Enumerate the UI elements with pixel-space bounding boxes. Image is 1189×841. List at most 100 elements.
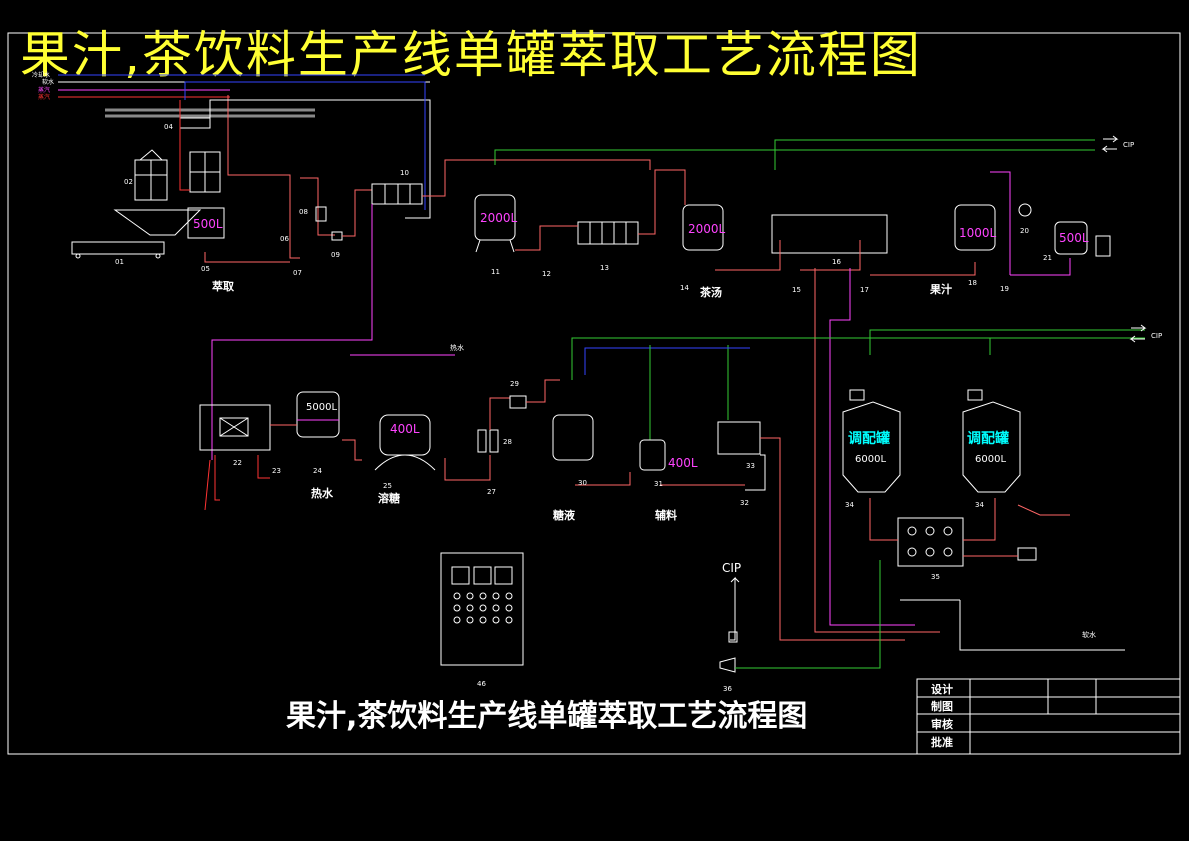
num-21: 21: [1043, 254, 1052, 262]
tank-21-capacity: 500L: [1059, 231, 1089, 245]
num-14: 14: [680, 284, 689, 292]
mix-tank-1-name: 调配罐: [848, 430, 890, 447]
num-27: 27: [487, 488, 496, 496]
num-18: 18: [968, 279, 977, 287]
num-32: 32: [740, 499, 749, 507]
heater-22: [199, 404, 271, 451]
pump-09: [331, 231, 343, 241]
num-17: 17: [860, 286, 869, 294]
cip-bottom-label: CIP: [722, 561, 741, 575]
cip-top-label: CIP: [1123, 141, 1134, 149]
plate-heater-10: [371, 183, 423, 205]
legend-steam-1: 蒸汽: [38, 86, 50, 94]
num-34a: 34: [845, 501, 854, 509]
num-23: 23: [272, 467, 281, 475]
label-hot-water-in: 热水: [450, 343, 464, 352]
num-22: 22: [233, 459, 242, 467]
title-block-draw: 制图: [931, 699, 953, 713]
pump-36: [719, 657, 736, 673]
num-15: 15: [792, 286, 801, 294]
num-34b: 34: [975, 501, 984, 509]
tank-21: [1054, 221, 1088, 255]
pump-29: [509, 395, 527, 409]
filter-08: [315, 206, 327, 222]
mix-tank-2: [962, 401, 1021, 493]
num-13: 13: [600, 264, 609, 272]
num-33: 33: [746, 462, 755, 470]
label-syrup: 糖液: [553, 508, 576, 522]
drawing-subtitle: 果汁,茶饮料生产线单罐萃取工艺流程图: [286, 699, 807, 734]
num-08: 08: [299, 208, 308, 216]
extract-tank-500: [187, 207, 225, 239]
pump-right: [1017, 547, 1037, 561]
num-12: 12: [542, 270, 551, 278]
syrup-tank-30: [552, 414, 594, 461]
label-hot-water: 热水: [311, 486, 334, 500]
label-extract: 萃取: [212, 279, 234, 293]
num-28: 28: [503, 438, 512, 446]
cip-mid-arrow-out: [1131, 324, 1147, 332]
pump-20: [1018, 203, 1032, 217]
label-auxiliary: 辅料: [655, 508, 677, 522]
valve-array-35: [897, 517, 964, 567]
label-soft-water: 软水: [1082, 630, 1096, 639]
label-dissolve: 溶糖: [378, 491, 400, 505]
mix-tank-1-capacity: 6000L: [855, 454, 886, 465]
num-35: 35: [931, 573, 940, 581]
num-07: 07: [293, 269, 302, 277]
legend-steam-2: 蒸汽: [38, 93, 50, 101]
num-04: 04: [164, 123, 173, 131]
cip-bottom: CIP: [719, 560, 881, 673]
filter-box-16: [771, 214, 888, 254]
num-24a: 24: [313, 467, 322, 475]
title-block-review: 审核: [931, 717, 953, 731]
dissolve-tank-capacity: 400L: [390, 422, 420, 436]
mix-tank-1: [842, 401, 901, 493]
cip-mid-arrow-in: [1129, 335, 1145, 343]
num-31: 31: [654, 480, 663, 488]
extraction-section: 500L 萃取: [71, 81, 651, 293]
filter-box-33: [717, 421, 761, 455]
tank-14: [682, 204, 724, 251]
num-36: 36: [723, 685, 732, 693]
can-22: [1095, 235, 1111, 257]
num-25: 25: [383, 482, 392, 490]
title-block: 设计 制图 审核 批准: [916, 678, 1181, 755]
cip-mid-label: CIP: [1151, 332, 1162, 340]
tank-14-capacity: 2000L: [688, 222, 726, 236]
filter-28: [477, 429, 487, 453]
label-tea-soup: 茶汤: [699, 285, 722, 299]
plate-filter-13: [577, 221, 639, 245]
tank-11-capacity: 2000L: [480, 211, 518, 225]
mix-tank-2-capacity: 6000L: [975, 454, 1006, 465]
aux-tank-31: [639, 439, 666, 471]
tank-18: [954, 204, 996, 251]
tank-18-capacity: 1000L: [959, 226, 997, 240]
num-19: 19: [1000, 285, 1009, 293]
cip-top-arrow-out: [1103, 135, 1119, 143]
drawing-frame: [7, 32, 1181, 755]
equipment-numbers: 01 02 04 05 06 07 08 09 10 11 12 13 14 1…: [115, 123, 1052, 693]
tea-juice-line: 2000L 2000L 茶汤 1000L 果汁 500L CIP: [474, 135, 1134, 633]
extract-tank-capacity: 500L: [193, 217, 223, 231]
syrup-line: 热水 5000L 热水 400L 溶糖 糖液 400L 辅料: [199, 204, 1145, 641]
cip-bottom-arrow: [730, 576, 740, 590]
cip-top-arrow-in: [1101, 145, 1117, 153]
mix-tank-2-name: 调配罐: [967, 430, 1009, 447]
num-20: 20: [1020, 227, 1029, 235]
title-block-approve: 批准: [931, 735, 953, 749]
num-11: 11: [491, 268, 500, 276]
mixing-section: CIP 调配罐 6000L 调配罐 6000L 软水: [842, 324, 1162, 651]
num-05: 05: [201, 265, 210, 273]
aux-tank-capacity: 400L: [668, 456, 698, 470]
tank-24: [296, 391, 340, 438]
num-02: 02: [124, 178, 133, 186]
num-16: 16: [832, 258, 841, 266]
legend-cold-water: 冷却水: [32, 71, 50, 79]
num-06: 06: [280, 235, 289, 243]
tank-24-capacity: 5000L: [306, 402, 337, 413]
num-46: 46: [477, 680, 486, 688]
conveyor-01: [71, 241, 165, 255]
legend-soft-water: 软水: [42, 78, 54, 86]
